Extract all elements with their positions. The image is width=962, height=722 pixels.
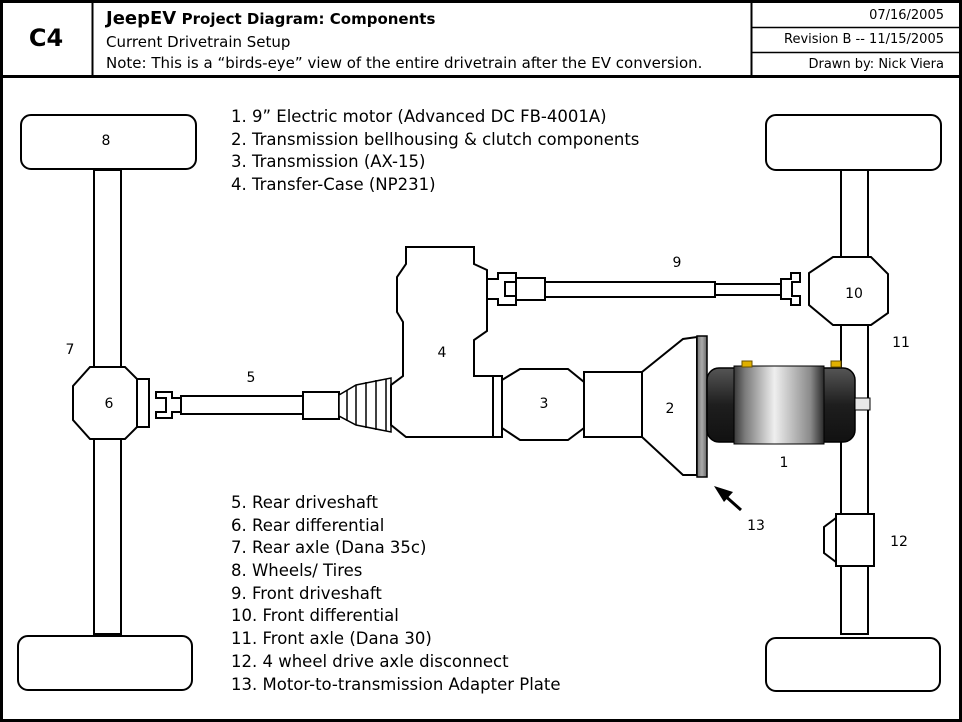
revision-label: Revision B -- 11/15/2005 — [784, 32, 944, 47]
axle-disconnect — [823, 513, 875, 567]
front-driveshaft — [486, 272, 801, 306]
drawn-by-label: Drawn by: Nick Viera — [808, 57, 944, 72]
legend-item: 13. Motor-to-transmission Adapter Plate — [231, 674, 561, 694]
transfer-case-yoke — [338, 377, 392, 433]
label-rear-driveshaft-5: 5 — [247, 370, 256, 386]
electric-motor — [706, 360, 871, 445]
legend-item: 10. Front differential — [231, 606, 399, 626]
adapter-plate — [696, 335, 708, 478]
diagram-subtitle: Current Drivetrain Setup — [106, 33, 291, 51]
diagram-code: C4 — [28, 24, 64, 52]
label-rear-diff-6: 6 — [105, 396, 114, 412]
legend-item: 8. Wheels/ Tires — [231, 561, 363, 581]
front-wheel-bottom — [765, 637, 941, 692]
front-differential — [808, 256, 889, 326]
label-front-axle-11: 11 — [892, 335, 910, 351]
label-transfer-case-4: 4 — [438, 345, 447, 361]
front-wheel-top — [765, 114, 942, 171]
label-wheel-8: 8 — [102, 133, 111, 149]
legend-item: 7. Rear axle (Dana 35c) — [231, 538, 427, 558]
rear-driveshaft — [155, 391, 340, 420]
rear-wheel-bottom — [17, 635, 193, 691]
label-rear-axle-7: 7 — [66, 342, 75, 358]
label-motor-1: 1 — [780, 455, 789, 471]
legend-item: 3. Transmission (AX-15) — [231, 152, 426, 172]
title-brand: JeepEV — [106, 8, 177, 29]
legend-item: 2. Transmission bellhousing & clutch com… — [231, 129, 640, 149]
adapter-plate-arrow — [714, 486, 742, 512]
label-transmission-3: 3 — [540, 396, 549, 412]
legend-item: 1. 9” Electric motor (Advanced DC FB-400… — [231, 107, 607, 126]
legend-bottom: 5. Rear driveshaft 6. Rear differential … — [231, 492, 561, 696]
transfer-case — [390, 246, 494, 438]
label-front-driveshaft-9: 9 — [673, 255, 682, 271]
legend-item: 6. Rear differential — [231, 515, 385, 535]
diagram-title: JeepEV Project Diagram: Components — [106, 8, 435, 29]
legend-item: 12. 4 wheel drive axle disconnect — [231, 651, 509, 671]
diagram-note: Note: This is a “birds-eye” view of the … — [106, 54, 703, 72]
rear-differential — [72, 366, 150, 440]
label-bellhousing-2: 2 — [666, 401, 675, 417]
legend-top: 1. 9” Electric motor (Advanced DC FB-400… — [231, 106, 639, 197]
label-front-diff-10: 10 — [845, 286, 863, 302]
label-disconnect-12: 12 — [890, 534, 908, 550]
title-rest: Project Diagram: Components — [181, 10, 436, 28]
rear-wheel-top — [20, 114, 197, 170]
legend-item: 11. Front axle (Dana 30) — [231, 629, 432, 649]
legend-item: 5. Rear driveshaft — [231, 493, 378, 512]
transmission — [492, 368, 643, 441]
legend-item: 4. Transfer-Case (NP231) — [231, 175, 436, 195]
label-adapter-plate-13: 13 — [747, 518, 765, 534]
date-label: 07/16/2005 — [869, 8, 944, 23]
legend-item: 9. Front driveshaft — [231, 583, 382, 603]
